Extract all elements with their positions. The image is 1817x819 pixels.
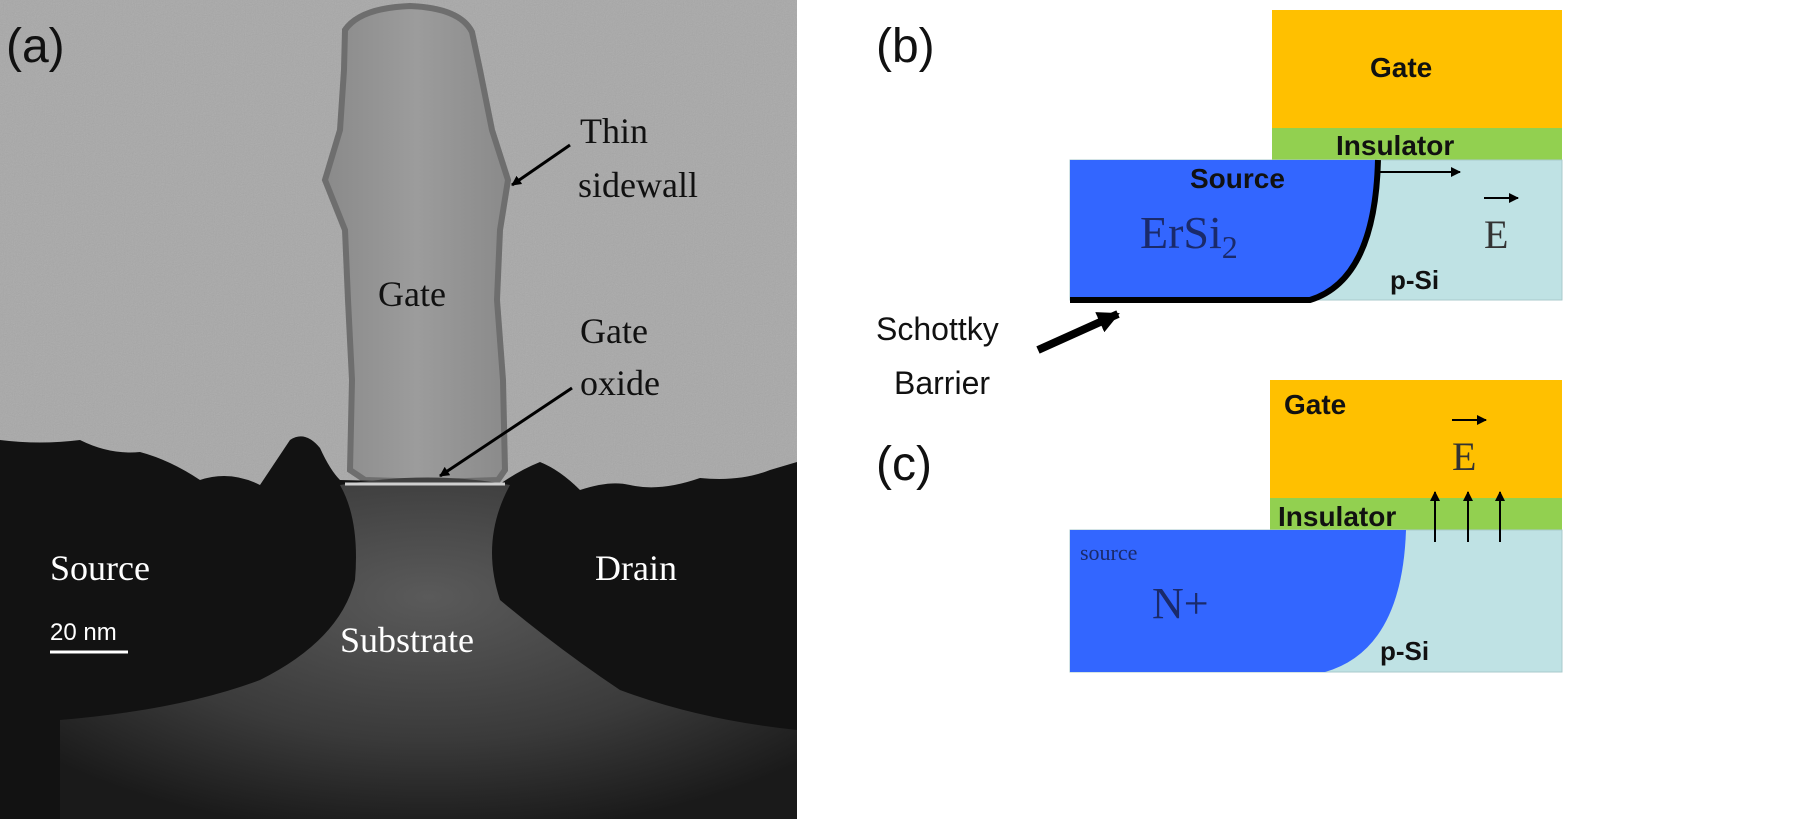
panel-c-diagram: (c) Gate E Insulator source N+ p-Si: [876, 380, 1563, 673]
panel-c-gate: [1270, 380, 1562, 498]
scale-bar-label: 20 nm: [50, 619, 117, 646]
panel-b-gate-label: Gate: [1370, 52, 1432, 83]
panel-b-insulator: [1272, 128, 1562, 162]
panel-b-material-label: ErSi2: [1140, 207, 1238, 265]
panel-b-gate: [1272, 10, 1562, 128]
panel-b-p-si-label: p-Si: [1390, 265, 1439, 295]
panel-c-insulator: [1270, 498, 1562, 532]
schottky-barrier-label-line2: Barrier: [894, 365, 990, 401]
tem-source-label: Source: [50, 548, 150, 588]
panel-b-diagram: (b) Gate Insulator Source ErSi2 E p-Si S…: [876, 10, 1563, 401]
panel-b-source-region: [1070, 160, 1378, 300]
panel-c-source-label: source: [1080, 540, 1137, 565]
thin-sidewall-arrow: [511, 143, 571, 187]
thin-sidewall-label-line1: Thin: [580, 111, 648, 151]
tem-substrate-label: Substrate: [340, 620, 474, 660]
schottky-barrier-label-line1: Schottky: [876, 311, 999, 347]
thin-sidewall-label-line2: sidewall: [578, 165, 698, 205]
panel-c-gate-label: Gate: [1284, 389, 1346, 420]
gate-oxide-label-line1: Gate: [580, 311, 648, 351]
panel-a-tem-image: (a) Gate Thin sidewall Gate oxide Source…: [0, 0, 797, 819]
panel-c-insulator-label: Insulator: [1278, 501, 1396, 532]
gate-oxide-label-line2: oxide: [580, 363, 660, 403]
panel-c-p-si-label: p-Si: [1380, 636, 1429, 666]
panel-b-field-label: E: [1484, 212, 1508, 257]
schottky-barrier-line: [1070, 159, 1381, 303]
panel-b-label: (b): [876, 20, 935, 73]
panel-a-label: (a): [6, 20, 65, 73]
panel-c-source-region: [1070, 530, 1406, 672]
panel-b-insulator-label: Insulator: [1336, 130, 1454, 161]
schottky-barrier-arrow: [1036, 310, 1120, 354]
tem-substrate-region: [60, 477, 797, 819]
panel-c-label: (c): [876, 438, 932, 491]
tem-gate-body: [321, 2, 512, 486]
panel-b-source-label: Source: [1190, 163, 1285, 194]
tem-drain-label: Drain: [595, 548, 677, 588]
panel-c-field-label: E: [1452, 434, 1476, 479]
panel-c-material-label: N+: [1152, 579, 1209, 628]
tem-gate-label: Gate: [378, 274, 446, 314]
gate-oxide-arrow: [439, 386, 573, 478]
